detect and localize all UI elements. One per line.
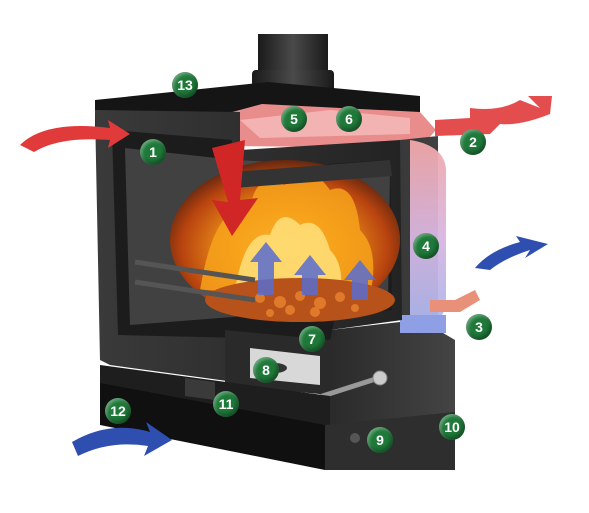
cool-air-arrow-left	[72, 422, 172, 456]
label-11: 11	[213, 391, 239, 417]
label-13: 13	[172, 72, 198, 98]
label-8: 8	[253, 357, 279, 383]
rear-inlet-arrow	[430, 290, 480, 312]
rear-air-inlet	[400, 315, 446, 333]
label-7: 7	[299, 326, 325, 352]
log-racks	[134, 259, 256, 303]
label-1: 1	[140, 139, 166, 165]
warm-air-arrow-right	[435, 96, 552, 136]
warm-air-arrow-left	[20, 120, 130, 152]
label-5: 5	[281, 106, 307, 132]
label-9: 9	[367, 427, 393, 453]
side-knob	[350, 433, 360, 443]
label-12: 12	[105, 398, 131, 424]
coals	[255, 291, 359, 317]
base-front	[100, 383, 325, 470]
label-3: 3	[466, 314, 492, 340]
cool-air-arrow-right	[475, 236, 548, 270]
outside-air-duct	[185, 378, 215, 400]
baffle	[232, 160, 392, 188]
label-6: 6	[336, 106, 362, 132]
rising-air-arrows	[250, 242, 376, 300]
label-2: 2	[460, 129, 486, 155]
label-4: 4	[413, 233, 439, 259]
airwash-arrow	[212, 140, 258, 236]
label-10: 10	[439, 414, 465, 440]
